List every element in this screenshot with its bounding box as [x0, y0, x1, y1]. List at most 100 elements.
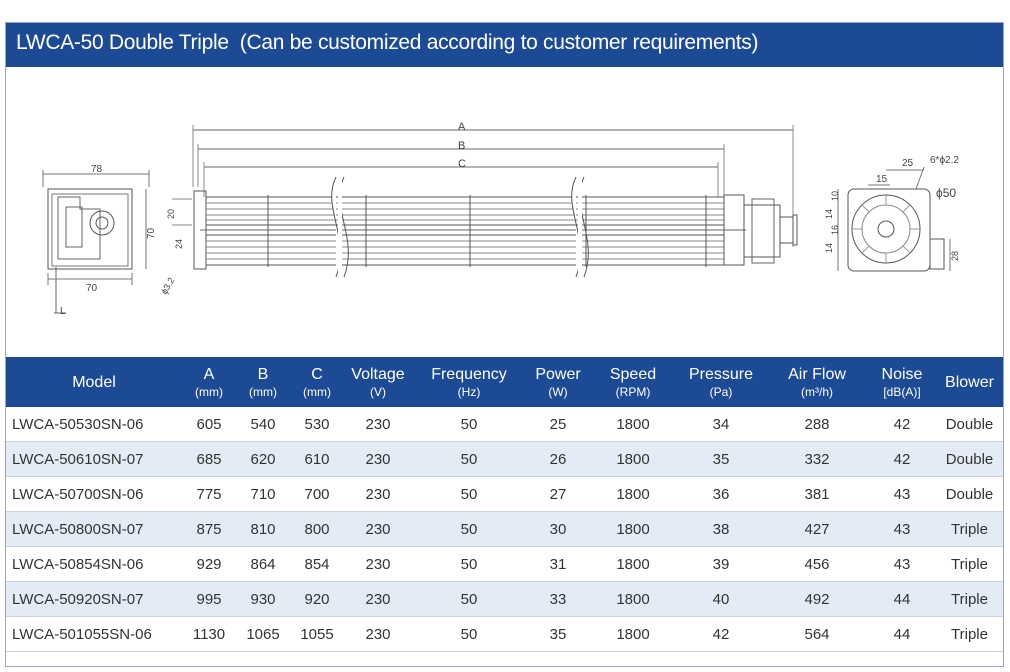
- table-cell: 230: [344, 546, 412, 582]
- column-header: Speed(RPM): [590, 357, 676, 407]
- column-header: Blower: [936, 357, 1003, 407]
- table-cell: Triple: [936, 581, 1003, 617]
- column-header-label: Pressure: [688, 366, 754, 383]
- main-view: A B C 20 24 ϕ3.2: [159, 121, 798, 296]
- page-title: LWCA-50 Double Triple (Can be customized…: [16, 31, 759, 54]
- column-header-label: Model: [72, 373, 116, 391]
- table-cell: 920: [290, 581, 344, 617]
- table-cell: Double: [936, 407, 1003, 442]
- table-cell: 43: [868, 476, 936, 512]
- table-cell: 930: [236, 581, 290, 617]
- column-header-label: Blower: [945, 373, 994, 391]
- dim-side-dia: ϕ50: [936, 186, 956, 200]
- table-cell: 43: [868, 511, 936, 547]
- table-cell: 620: [236, 441, 290, 477]
- model-cell: LWCA-50530SN-06: [6, 407, 182, 442]
- dim-b: B: [458, 140, 465, 152]
- dim-hole: ϕ3.2: [159, 276, 176, 296]
- table-cell: 1800: [590, 616, 676, 652]
- column-header-label: Voltage: [351, 366, 405, 383]
- column-header: Noise[dB(A)]: [868, 357, 936, 407]
- column-header-label: Air Flow: [788, 366, 846, 383]
- table-cell: Triple: [936, 546, 1003, 582]
- column-header-label: C: [311, 366, 323, 383]
- table-cell: 875: [182, 511, 236, 547]
- column-header-label: Frequency: [431, 366, 507, 383]
- table-cell: 530: [290, 407, 344, 442]
- dim-c: C: [458, 158, 466, 170]
- column-header-unit: (V): [370, 385, 386, 399]
- table-cell: Double: [936, 476, 1003, 512]
- dim-20: 20: [166, 209, 176, 219]
- table-cell: 230: [344, 581, 412, 617]
- side-view: 25 15 6*ϕ2.2 ϕ50 10 1: [824, 155, 960, 272]
- model-cell: LWCA-50920SN-07: [6, 581, 182, 617]
- table-cell: 39: [676, 546, 766, 582]
- table-cell: 456: [766, 546, 868, 582]
- label-l: L: [60, 306, 66, 317]
- model-cell: LWCA-50800SN-07: [6, 511, 182, 547]
- table-cell: 27: [526, 476, 590, 512]
- table-cell: 26: [526, 441, 590, 477]
- column-header-unit: (mm): [249, 385, 277, 399]
- dim-front-height: 70: [146, 227, 157, 239]
- table-cell: 34: [676, 407, 766, 442]
- column-header-unit: (m³/h): [801, 385, 833, 399]
- dim-side-25: 25: [902, 158, 914, 169]
- column-header-label: A: [203, 366, 215, 383]
- table-cell: 44: [868, 616, 936, 652]
- dim-side-15: 15: [876, 174, 888, 185]
- table-cell: 44: [868, 581, 936, 617]
- table-cell: Double: [936, 441, 1003, 477]
- table-cell: 605: [182, 407, 236, 442]
- model-cell: LWCA-50610SN-07: [6, 441, 182, 477]
- table-cell: 50: [412, 407, 526, 442]
- dim-side-16: 16: [830, 225, 840, 235]
- table-cell: 35: [526, 616, 590, 652]
- table-cell: 42: [868, 407, 936, 442]
- dim-side-14b: 14: [824, 243, 834, 253]
- table-cell: 610: [290, 441, 344, 477]
- table-cell: 288: [766, 407, 868, 442]
- column-header-unit: (RPM): [615, 385, 651, 399]
- table-cell: 564: [766, 616, 868, 652]
- table-cell: 381: [766, 476, 868, 512]
- table-cell: 1130: [182, 616, 236, 652]
- page-frame: [5, 22, 1004, 667]
- table-cell: 492: [766, 581, 868, 617]
- table-cell: 230: [344, 407, 412, 442]
- technical-drawing: 78 L 70 70 A B: [6, 67, 1003, 357]
- dim-a: A: [458, 121, 466, 133]
- table-cell: 36: [676, 476, 766, 512]
- table-cell: 42: [868, 441, 936, 477]
- table-cell: 40: [676, 581, 766, 617]
- table-cell: Triple: [936, 511, 1003, 547]
- table-cell: 700: [290, 476, 344, 512]
- column-header-label: Noise: [881, 366, 923, 383]
- table-cell: 50: [412, 511, 526, 547]
- table-cell: 854: [290, 546, 344, 582]
- dim-front-width: 78: [91, 164, 103, 175]
- model-cell: LWCA-501055SN-06: [6, 616, 182, 652]
- column-header-unit: (Hz): [457, 385, 481, 399]
- dim-front-base: 70: [86, 283, 98, 294]
- table-cell: 332: [766, 441, 868, 477]
- table-cell: 230: [344, 616, 412, 652]
- dim-side-holes: 6*ϕ2.2: [930, 155, 959, 166]
- table-cell: 230: [344, 441, 412, 477]
- table-cell: 33: [526, 581, 590, 617]
- table-cell: 710: [236, 476, 290, 512]
- table-cell: 775: [182, 476, 236, 512]
- table-cell: 30: [526, 511, 590, 547]
- column-header: C(mm): [290, 357, 344, 407]
